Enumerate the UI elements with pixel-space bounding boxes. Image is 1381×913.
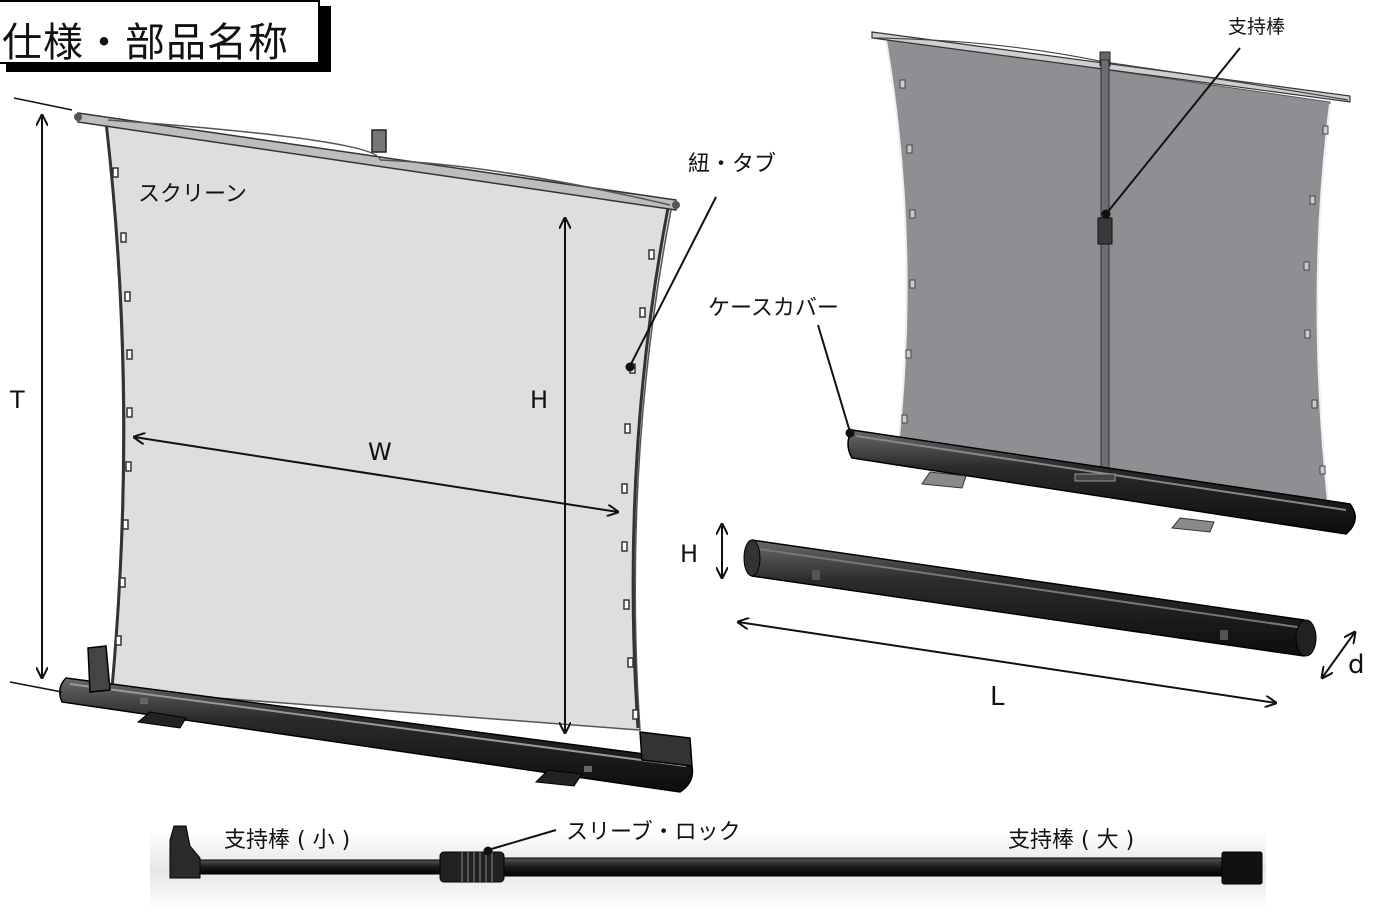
back-screen-view — [847, 31, 1356, 535]
top-bar-clamp — [371, 129, 387, 153]
dimension-L-label: L — [990, 682, 1005, 712]
leader-sleeve-lock — [487, 829, 557, 851]
back-foot-right — [1171, 517, 1215, 533]
dimension-W-label: W — [368, 438, 392, 466]
leader-support-bar — [1105, 47, 1241, 215]
dimension-T-label: T — [10, 386, 25, 414]
label-sleeve-lock: スリーブ・ロック — [566, 820, 741, 845]
sleeve-lock — [439, 851, 505, 883]
support-pole-small — [189, 859, 461, 875]
label-support-large: 支持棒 ( 大 ) — [1008, 828, 1135, 853]
left-tabs — [112, 167, 133, 646]
back-case — [847, 429, 1356, 535]
screen-fabric — [105, 119, 673, 731]
back-support-pole — [1100, 59, 1110, 471]
right-edge-string — [631, 207, 670, 729]
front-case — [59, 677, 694, 793]
label-case-cover: ケースカバー — [708, 296, 839, 321]
dimension-H-screen-label: H — [530, 386, 549, 414]
leader-string-tab — [629, 196, 717, 367]
dimension-d-arrow — [1322, 632, 1355, 678]
dimension-T-ext-top — [13, 97, 73, 111]
support-pole-assembly — [150, 825, 1266, 910]
back-foot-left — [921, 471, 967, 489]
dimension-d-label: d — [1348, 650, 1365, 680]
dimension-W-arrow — [134, 437, 618, 512]
case-endcap-left — [87, 645, 111, 693]
support-pole-large — [499, 857, 1231, 877]
label-support-bar: 支持棒 — [1228, 16, 1286, 38]
page-title: 仕様・部品名称 — [2, 20, 289, 66]
closed-case-view — [743, 539, 1317, 657]
dimension-L-arrow — [738, 622, 1276, 703]
foot-left — [136, 711, 187, 729]
title-box: 仕様・部品名称 — [0, 0, 320, 66]
case-endcap-right — [639, 731, 693, 767]
pole-end-hook — [169, 825, 201, 879]
leader-case-cover — [817, 324, 851, 433]
pole-end-cap — [1221, 851, 1263, 885]
front-screen-view — [59, 112, 694, 793]
dimension-T-ext-bottom — [9, 681, 63, 693]
label-support-small: 支持棒 ( 小 ) — [224, 828, 351, 853]
left-edge-string — [104, 121, 126, 689]
foot-right — [534, 769, 583, 787]
dimension-H-case-label: H — [680, 540, 699, 568]
label-screen: スクリーン — [138, 182, 247, 207]
label-string-tab: 紐・タブ — [688, 152, 777, 177]
